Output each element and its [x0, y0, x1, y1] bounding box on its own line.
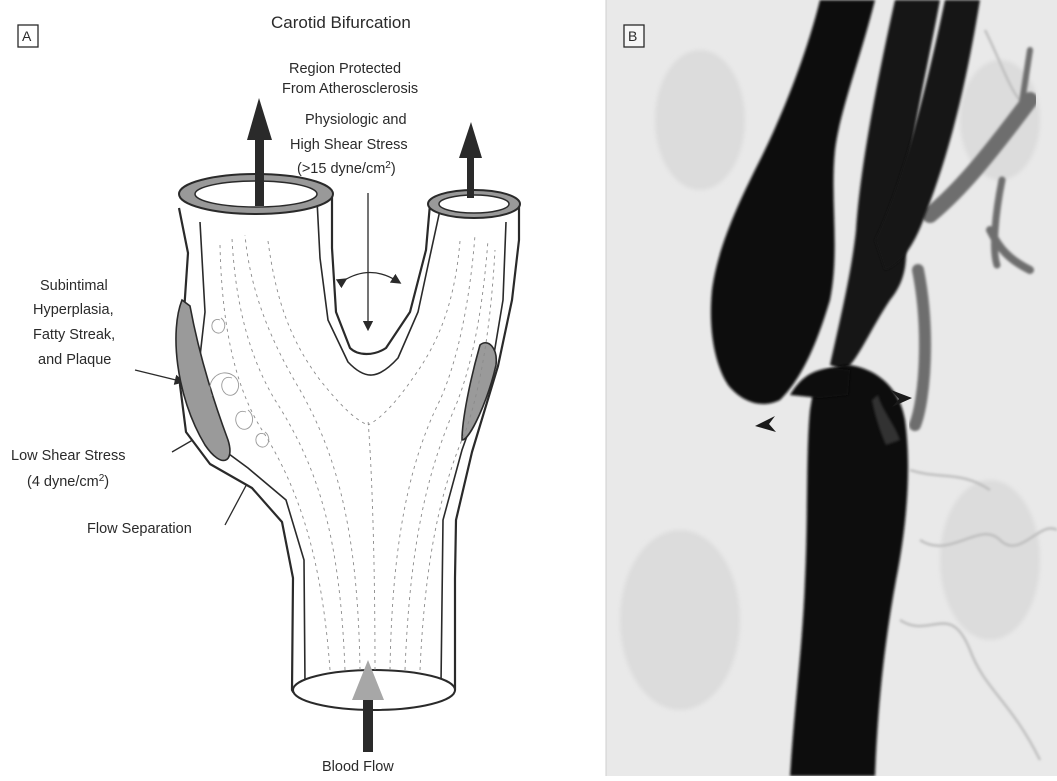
- diagram-title: Carotid Bifurcation: [271, 13, 411, 32]
- low-shear-label: Low Shear Stress: [11, 448, 125, 464]
- panel-b: B: [606, 0, 1057, 776]
- plaque-line-4: and Plaque: [38, 352, 111, 368]
- low-shear-value-text: (4 dyne/cm: [27, 474, 99, 490]
- shear-value-text: >15 dyne/cm: [302, 161, 385, 177]
- shear-line-1: Physiologic and: [305, 112, 407, 128]
- protected-line-2: From Atherosclerosis: [282, 81, 418, 97]
- shear-value: (>15 dyne/cm2): [297, 160, 396, 177]
- shear-line-2: High Shear Stress: [290, 137, 408, 153]
- plaque-line-3: Fatty Streak,: [33, 327, 115, 343]
- panel-b-label: B: [628, 28, 637, 44]
- low-shear-close: ): [104, 474, 109, 490]
- plaque-line-2: Hyperplasia,: [33, 302, 114, 318]
- flow-separation-label: Flow Separation: [87, 521, 192, 537]
- panel-a-label: A: [22, 28, 32, 44]
- protected-line-1: Region Protected: [289, 61, 401, 77]
- low-shear-value: (4 dyne/cm2): [27, 473, 109, 490]
- blood-flow-label: Blood Flow: [322, 759, 394, 775]
- plaque-line-1: Subintimal: [40, 278, 108, 294]
- panel-a: A Carotid Bifurcation Region Protected F…: [0, 0, 606, 776]
